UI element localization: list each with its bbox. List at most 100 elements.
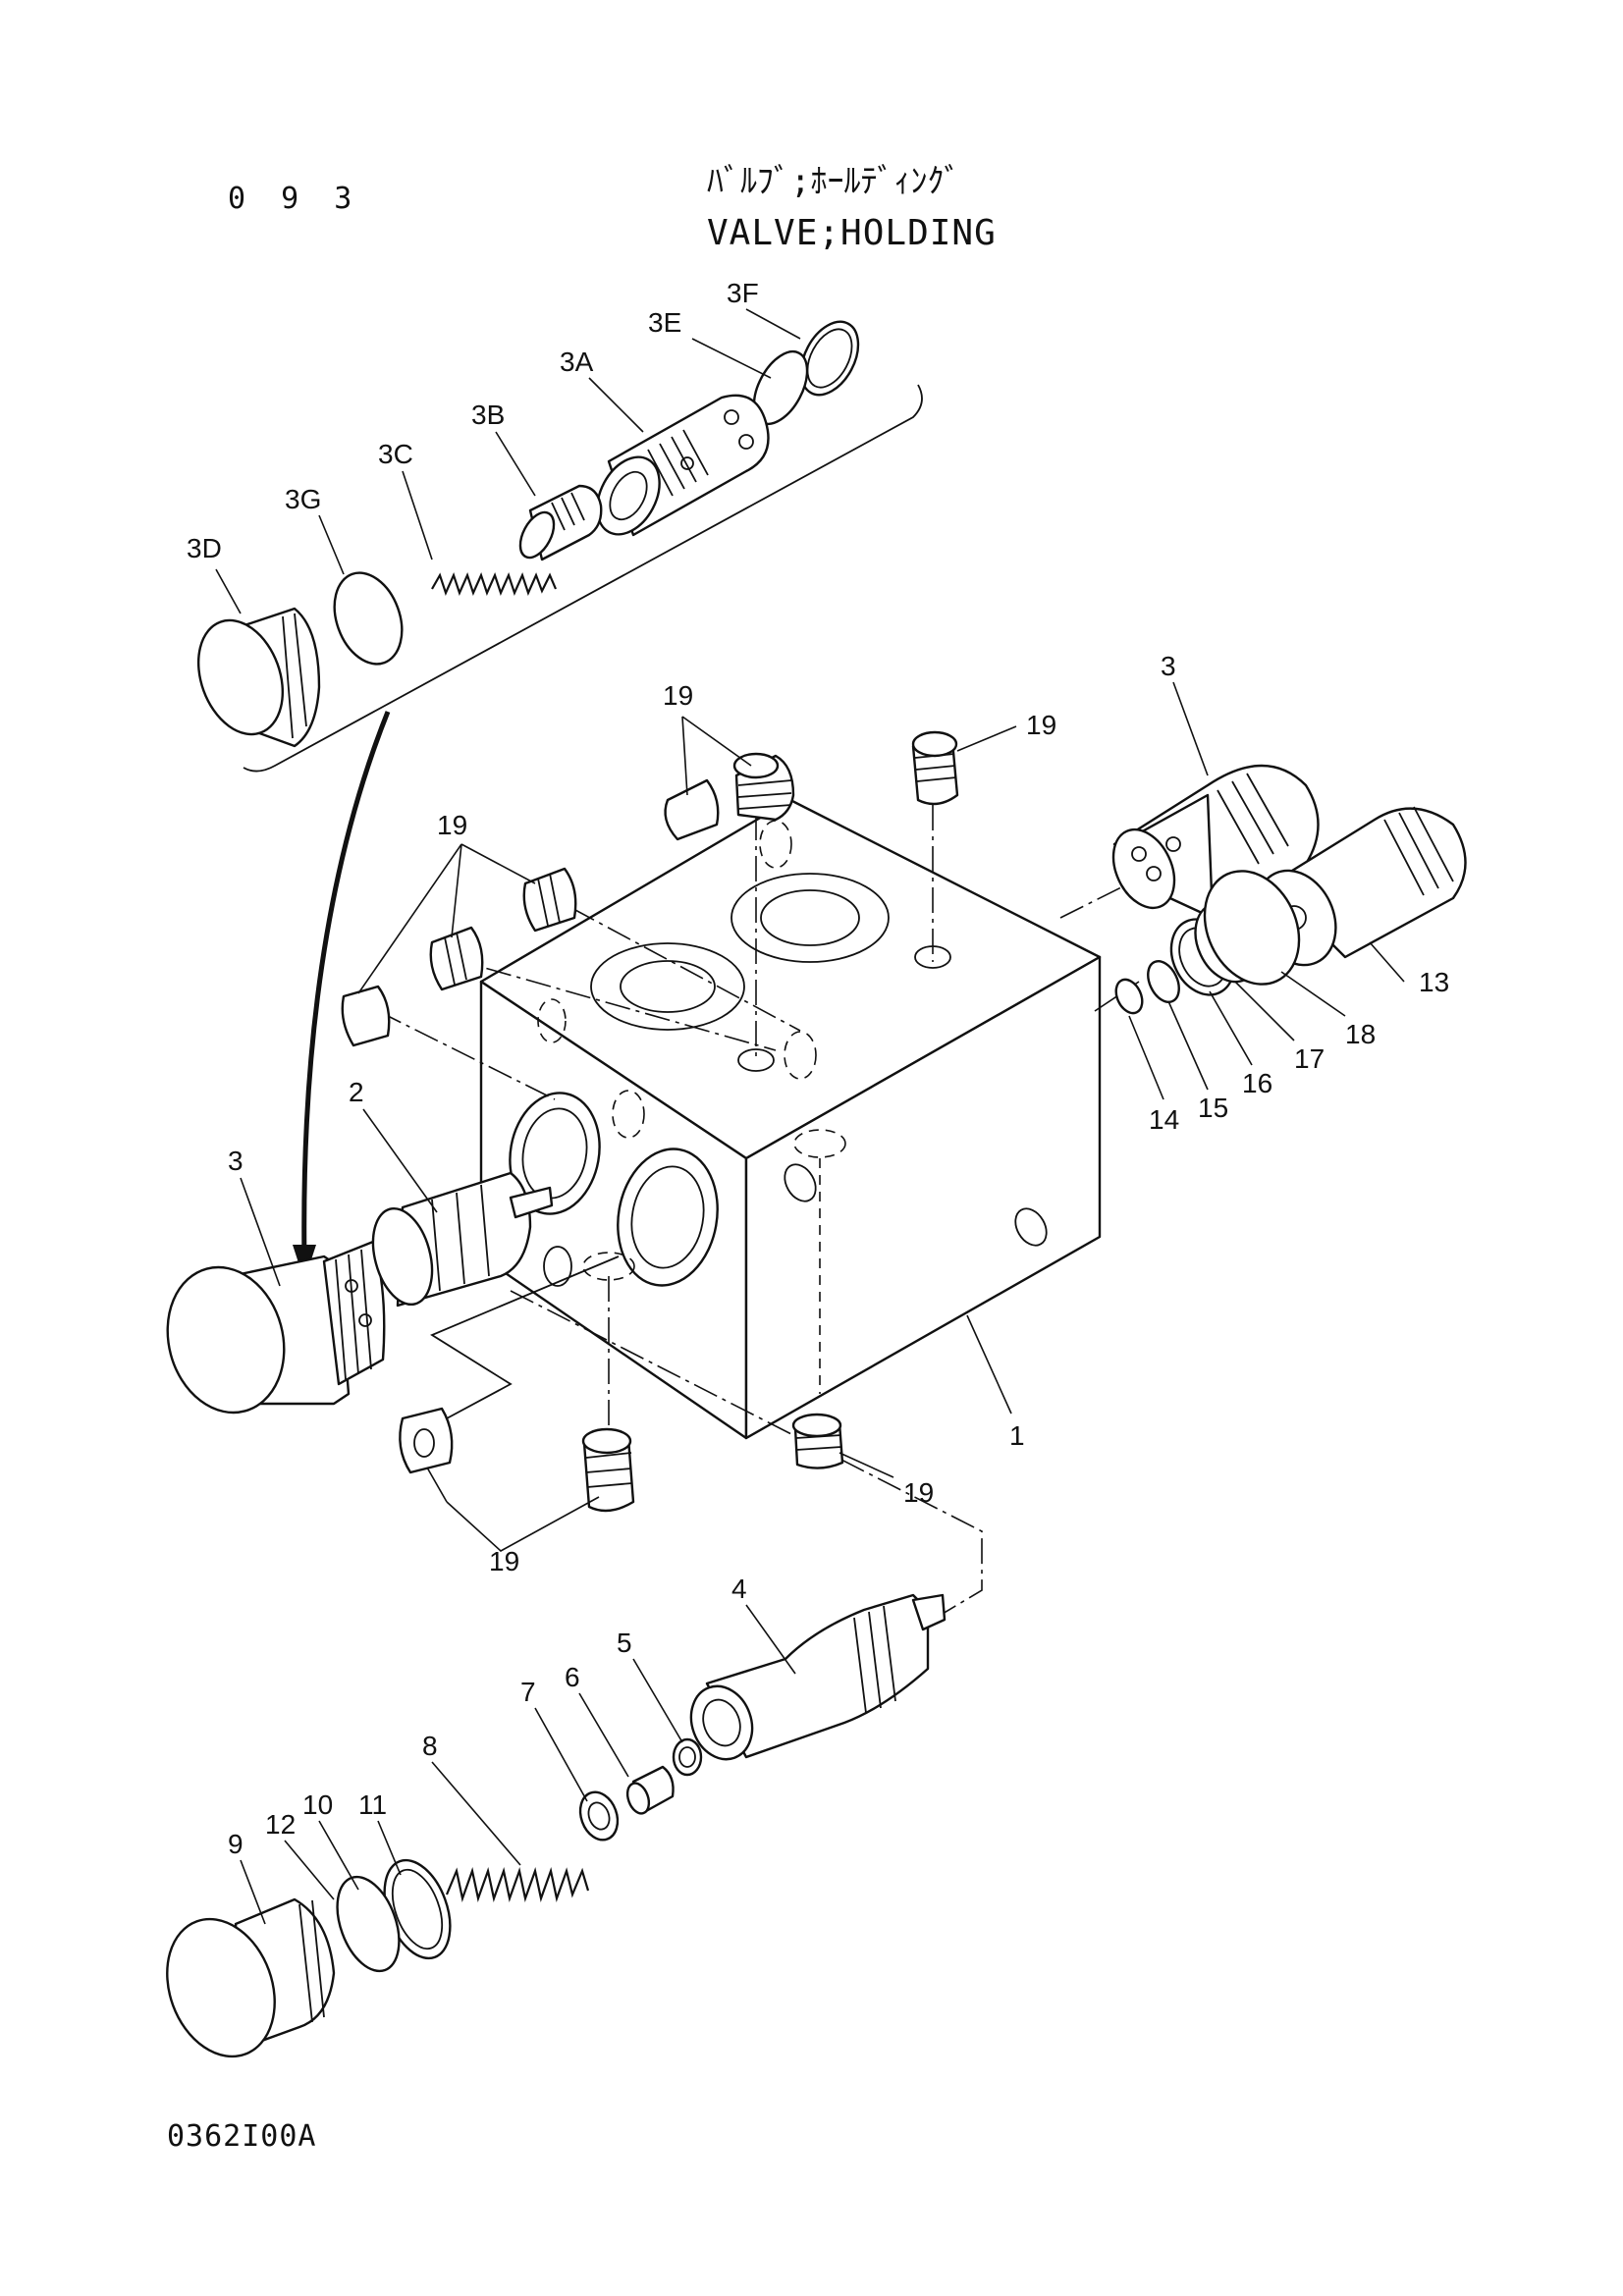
leader-3e [691, 338, 772, 379]
callout-14: 14 [1149, 1104, 1179, 1135]
part-8-spring [445, 1866, 590, 1903]
callout-3c: 3C [378, 439, 413, 469]
callout-3g: 3G [285, 484, 321, 514]
part-3b-poppet [518, 484, 603, 561]
leader-19-bottom-right [839, 1452, 894, 1478]
part-14-oring [1114, 978, 1144, 1015]
leader-9 [240, 1859, 266, 1925]
callout-2: 2 [349, 1077, 364, 1107]
callout-3-left: 3 [228, 1146, 243, 1176]
centerline-left-plugs-3 [534, 887, 801, 1032]
callout-3f: 3F [727, 278, 759, 308]
callout-12: 12 [265, 1809, 296, 1840]
callout-3e: 3E [648, 307, 681, 338]
callout-1: 1 [1009, 1420, 1025, 1451]
leader-7 [534, 1707, 588, 1802]
leader-19-top-b [681, 716, 688, 796]
leader-19-top-c [956, 725, 1017, 752]
leader-19-bottom [446, 1496, 600, 1552]
part-19-plug-left-c [341, 985, 391, 1047]
callout-19-bottom-left: 19 [489, 1546, 519, 1576]
part-4-piston [689, 1593, 947, 1761]
callout-17: 17 [1294, 1043, 1325, 1074]
leader-14 [1128, 1015, 1164, 1100]
centerline-left-plugs-2 [446, 956, 777, 1051]
centerline-left-plugs [377, 1010, 556, 1100]
callout-19-bottom-right: 19 [903, 1477, 934, 1508]
part-19-plug-left-b [429, 926, 484, 991]
leader-3d [215, 568, 242, 614]
part-3f-ring [799, 320, 860, 397]
part-3c-spring [431, 571, 558, 597]
callout-19-top-a: 19 [663, 680, 693, 711]
leader-19-left-b [451, 843, 462, 938]
callout-3d: 3D [187, 533, 222, 563]
part-2-spool [371, 1171, 554, 1308]
leader-6 [578, 1692, 629, 1778]
callout-13: 13 [1419, 967, 1449, 997]
part-3g-oring [333, 571, 404, 666]
part-19-plug-top-a [732, 752, 795, 822]
leader-19-bottom-2 [426, 1467, 448, 1503]
part-3a-sleeve [596, 394, 770, 537]
callout-3-right: 3 [1161, 651, 1176, 681]
leader-16 [1209, 990, 1253, 1066]
leader-11 [377, 1820, 402, 1876]
callout-8: 8 [422, 1731, 438, 1761]
callout-6: 6 [565, 1662, 580, 1692]
part-6-poppet [625, 1765, 675, 1815]
leader-1 [966, 1314, 1012, 1415]
part-19-plug-top-c [911, 730, 959, 806]
leader-2 [362, 1108, 438, 1213]
callout-10: 10 [302, 1789, 333, 1820]
part-9-plug [166, 1897, 336, 2058]
centerline-bottom [510, 1290, 983, 1621]
drawing-code: 0362I00A [167, 2119, 317, 2154]
callout-7: 7 [520, 1677, 536, 1707]
leader-5 [632, 1658, 683, 1743]
part-18-oring [1203, 870, 1301, 986]
leader-17 [1234, 981, 1295, 1041]
leader-13 [1369, 941, 1405, 983]
page-number: 0 9 3 [228, 182, 361, 216]
title-japanese: ﾊﾞﾙﾌﾞ;ﾎｰﾙﾃﾞｨﾝｸﾞ [707, 162, 961, 201]
part-19-plug-bottom-b [581, 1427, 635, 1513]
leader-8 [431, 1761, 521, 1866]
leader-19-left-a [460, 843, 536, 884]
callout-19-left: 19 [437, 810, 467, 840]
leader-19-left-c [357, 843, 462, 994]
part-3d-plug [196, 607, 321, 748]
leader-10 [318, 1820, 359, 1891]
leader-3b [495, 431, 536, 497]
leader-15 [1167, 1000, 1209, 1091]
callout-3b: 3B [471, 400, 505, 430]
leader-3g [318, 514, 345, 575]
part-5-spring-seat [672, 1737, 703, 1777]
part-19-plug-left-a [522, 867, 577, 933]
leader-19-top-a [681, 716, 752, 767]
callout-18: 18 [1345, 1019, 1376, 1049]
callout-16: 16 [1242, 1068, 1272, 1098]
leader-12 [284, 1840, 335, 1900]
callout-5: 5 [617, 1628, 632, 1658]
leader-3a [588, 377, 644, 433]
inset-bracket [243, 384, 923, 773]
part-19-plug-bottom-a [399, 1407, 454, 1474]
leader-3-left [240, 1177, 281, 1287]
callout-9: 9 [228, 1829, 243, 1859]
callout-4: 4 [731, 1574, 747, 1604]
callout-11: 11 [358, 1789, 387, 1820]
part-19-plug-bottom-c [791, 1413, 844, 1469]
callout-15: 15 [1198, 1093, 1228, 1123]
part-3-left-cartridge [166, 1240, 386, 1415]
inset-arrow [301, 711, 391, 1262]
leader-3c [402, 470, 433, 561]
title-english: VALVE;HOLDING [707, 213, 997, 253]
leader-4 [745, 1604, 796, 1675]
leader-3f [745, 308, 801, 340]
part-15-oring [1147, 960, 1180, 1003]
leader-18 [1280, 971, 1346, 1017]
callout-19-top-b: 19 [1026, 710, 1056, 740]
part-11-ring [383, 1858, 452, 1960]
